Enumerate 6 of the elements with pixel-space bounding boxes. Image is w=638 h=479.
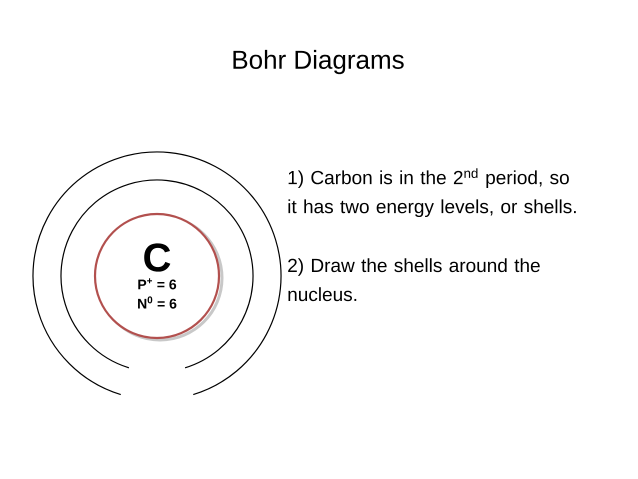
title: Bohr Diagrams bbox=[233, 50, 404, 74]
nucleus: C P$^{+}$ = 6 N$^{0}$ = 6 bbox=[94, 212, 224, 342]
list-item: 1) Carbon is in the 2$^{nd}$ period, so it has two energy levels, or shells. bbox=[288, 168, 576, 218]
list-item: 2) Draw the shells around the nucleus. bbox=[288, 258, 540, 302]
electron-shell bbox=[32, 151, 282, 396]
electron-shell bbox=[60, 179, 254, 368]
